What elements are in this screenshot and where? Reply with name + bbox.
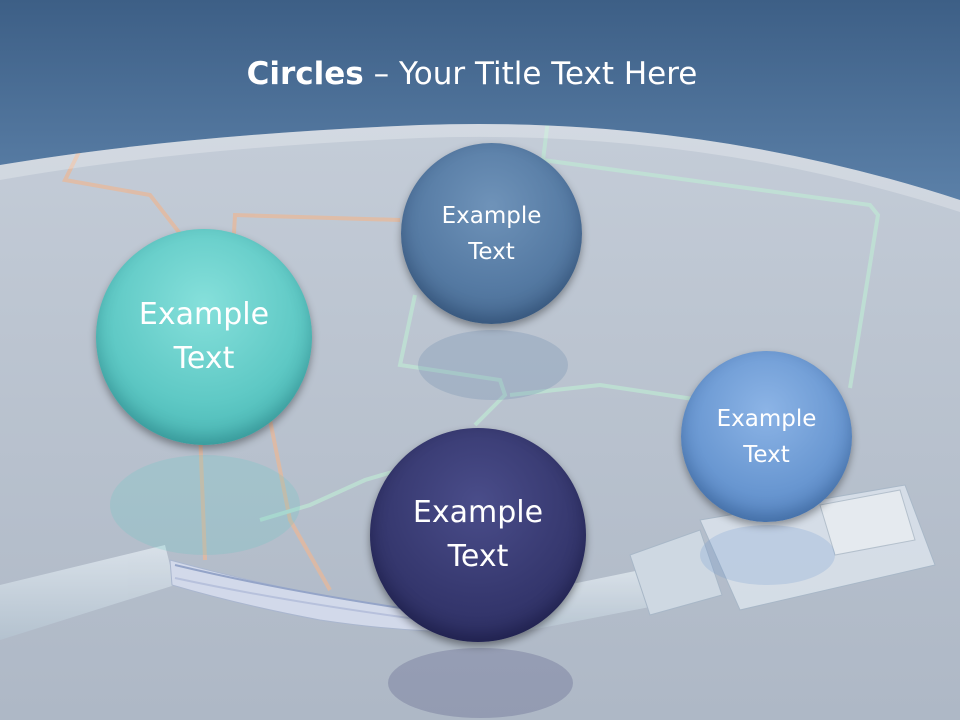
circle-text-line1: Example bbox=[441, 202, 542, 229]
circle-reflection bbox=[110, 455, 300, 555]
circle-reflection bbox=[418, 330, 568, 400]
circle-blue: Example Text bbox=[681, 351, 852, 522]
title-bold: Circles bbox=[246, 56, 364, 92]
circle-teal: Example Text bbox=[96, 229, 312, 445]
circle-navy: Example Text bbox=[370, 428, 586, 642]
slide-title: Circles – Your Title Text Here bbox=[0, 52, 944, 96]
circle-text-line2: Text bbox=[743, 441, 790, 468]
circle-text-line2: Text bbox=[468, 238, 515, 265]
circle-text-line2: Text bbox=[173, 341, 235, 376]
circle-reflection bbox=[388, 648, 573, 718]
circle-text-line1: Example bbox=[138, 297, 270, 332]
circle-text-line1: Example bbox=[716, 405, 817, 432]
circle-slate: Example Text bbox=[401, 143, 582, 324]
title-rest: – Your Title Text Here bbox=[363, 56, 698, 92]
circle-reflection bbox=[700, 525, 835, 585]
circle-text-line2: Text bbox=[447, 539, 509, 574]
circle-text-line1: Example bbox=[412, 495, 544, 530]
